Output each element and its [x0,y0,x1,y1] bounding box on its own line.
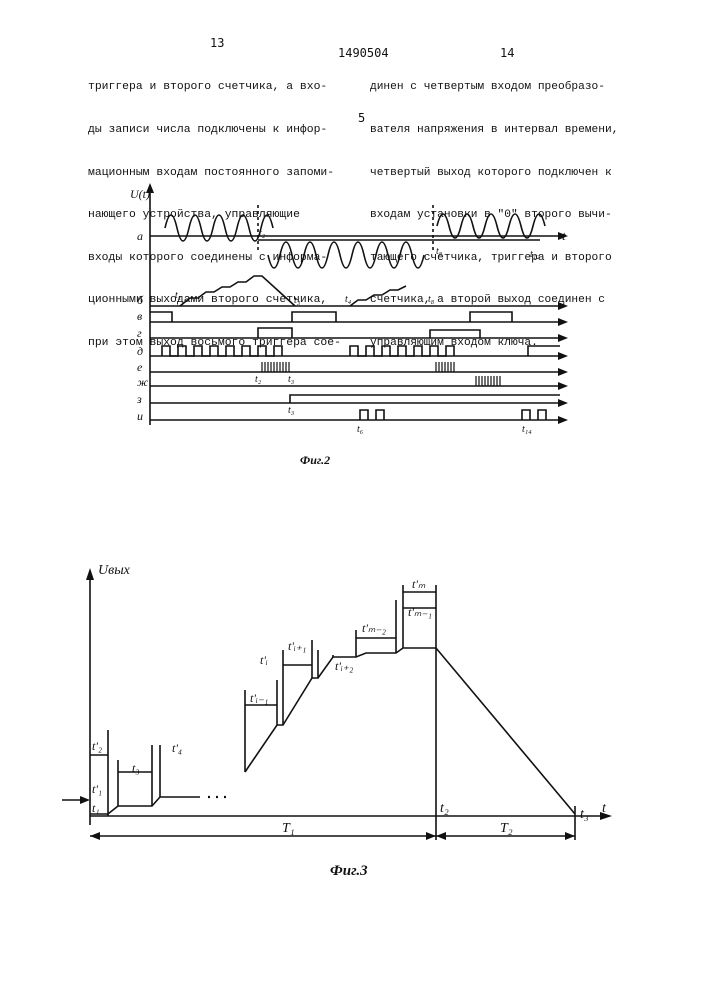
fig3-caption: Фиг.3 [330,863,368,879]
fig3-curve-main [245,648,575,814]
fig3-label: t'ₘ₋₁ [408,605,432,619]
fig3-label: T₂ [500,821,513,836]
fig3-label: t'₂ [92,739,102,753]
fig3-label: T₁ [282,821,295,836]
fig3-label: t'ₘ [412,577,426,591]
fig3-label: t'ᵢ₊₁ [288,639,306,653]
fig3-label: t'ᵢ₋₁ [250,691,268,705]
fig3-label: t'ₘ₋₂ [362,621,386,635]
fig3-label: t'₄ [172,741,182,755]
fig3-label: t₂ [440,801,449,816]
fig3-curve-start [90,797,200,814]
fig3-label: t'ᵢ₊₂ [335,659,353,673]
fig3-label: t₃ [132,761,140,775]
fig3-label: t₁ [92,801,100,815]
fig3-label: t'₁ [92,782,102,796]
fig3-x-label: t [602,801,607,816]
fig3-label: t'ᵢ [260,653,268,667]
fig3-y-label: Uвых [98,563,131,578]
fig3-label: t₃ [580,807,589,822]
